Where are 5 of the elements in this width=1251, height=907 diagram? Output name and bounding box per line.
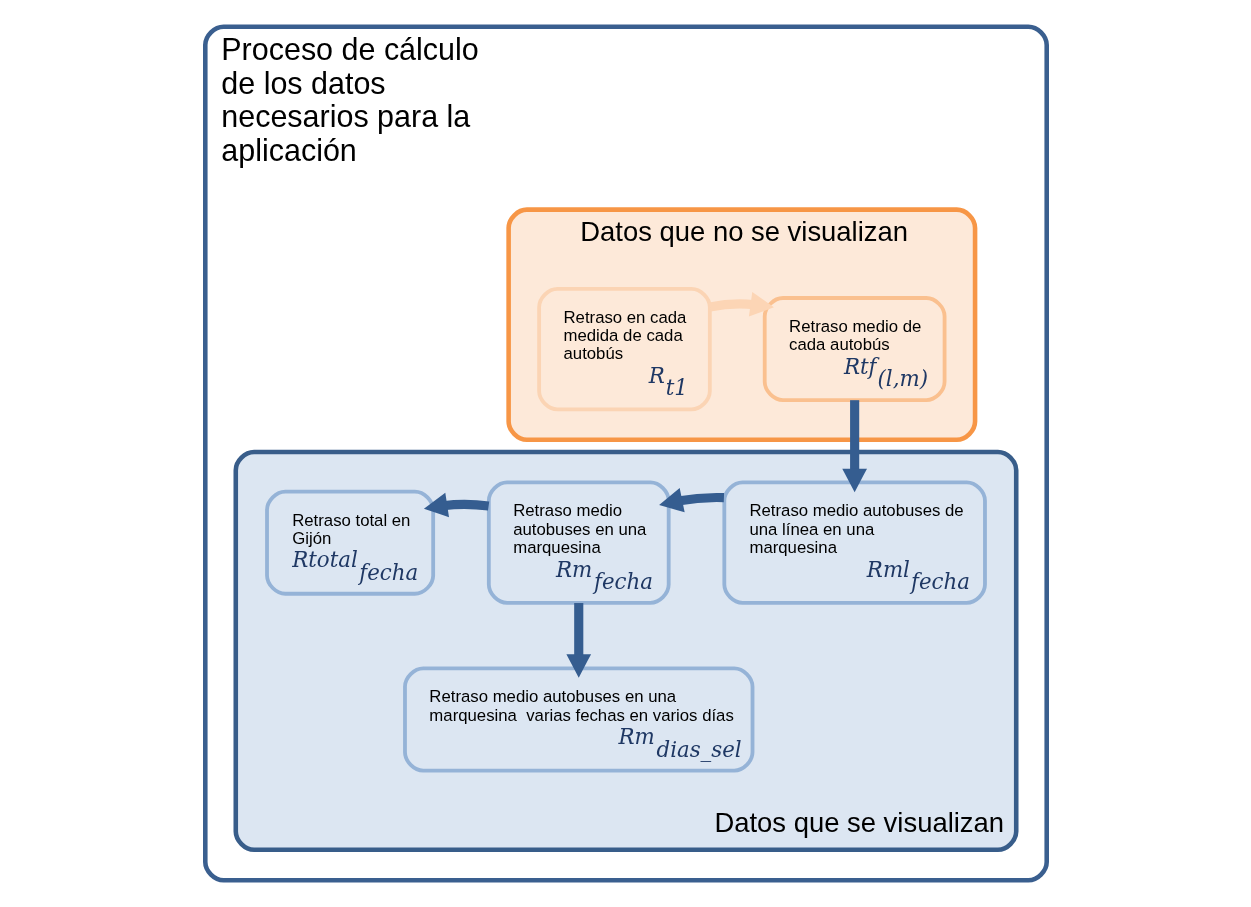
arrow: [708, 291, 774, 317]
arrow: [423, 492, 489, 518]
arrow: [565, 603, 591, 678]
arrow: [658, 488, 724, 513]
arrow: [841, 400, 867, 493]
